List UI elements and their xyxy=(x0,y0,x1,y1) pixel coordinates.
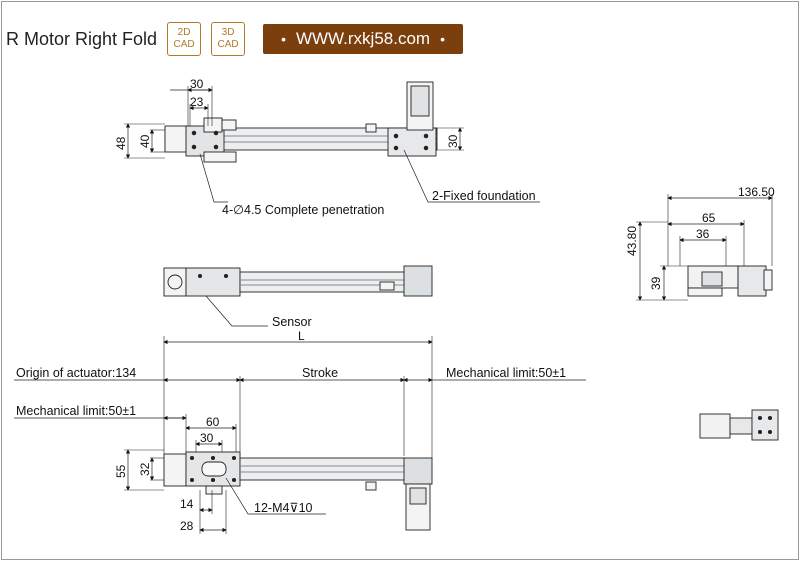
dim-L: L xyxy=(298,329,305,343)
side-dim-136-50: 136.50 xyxy=(738,185,775,199)
page-title: R Motor Right Fold xyxy=(6,28,158,49)
cad-3d-top: 3D xyxy=(221,27,235,38)
side-view xyxy=(636,194,773,301)
cad-2d-button[interactable]: 2D CAD xyxy=(167,22,202,56)
top-dim-48: 48 xyxy=(114,136,128,150)
thread-note: 12-M4⊽10 xyxy=(254,501,313,515)
website-link[interactable]: • WWW.rxkj58.com • xyxy=(263,24,463,54)
cad-3d-button[interactable]: 3D CAD xyxy=(211,22,246,56)
small-view xyxy=(699,409,779,441)
mech-limit-left: Mechanical limit:50±1 xyxy=(16,404,136,418)
mid-carriage xyxy=(185,267,241,297)
top-dim-23: 23 xyxy=(190,95,204,109)
dot-icon: • xyxy=(440,31,445,47)
stroke-label: Stroke xyxy=(302,366,338,380)
holes-note: 4-∅4.5 Complete penetration xyxy=(222,203,384,217)
side-dim-36: 36 xyxy=(696,227,710,241)
cad-3d-bottom: CAD xyxy=(217,39,239,50)
bottom-rail xyxy=(239,457,407,481)
side-dim-65: 65 xyxy=(702,211,716,225)
top-dim-30: 30 xyxy=(190,77,204,91)
bottom-dim-28: 28 xyxy=(180,519,194,533)
top-dim-40: 40 xyxy=(138,134,152,148)
sensor-label: Sensor xyxy=(272,315,312,329)
cad-2d-top: 2D xyxy=(177,27,191,38)
cad-2d-bottom: CAD xyxy=(173,39,195,50)
bottom-view xyxy=(14,376,586,534)
bottom-dim-30: 30 xyxy=(200,431,214,445)
mid-view xyxy=(163,265,433,460)
foundation-note: 2-Fixed foundation xyxy=(432,189,536,203)
bottom-dim-60: 60 xyxy=(206,415,220,429)
side-dim-43-80: 43.80 xyxy=(625,226,639,256)
top-view xyxy=(124,81,540,203)
header: R Motor Right Fold 2D CAD 3D CAD • WWW.r… xyxy=(6,22,463,56)
side-dim-39: 39 xyxy=(649,276,663,290)
mech-limit-right: Mechanical limit:50±1 xyxy=(446,366,566,380)
origin-label: Origin of actuator:134 xyxy=(16,366,136,380)
bottom-dim-55: 55 xyxy=(114,464,128,478)
website-url: WWW.rxkj58.com xyxy=(295,29,431,48)
bottom-dim-32: 32 xyxy=(138,462,152,476)
bottom-dim-14: 14 xyxy=(180,497,194,511)
dot-icon: • xyxy=(281,31,286,47)
top-dim-30-right: 30 xyxy=(446,134,460,148)
